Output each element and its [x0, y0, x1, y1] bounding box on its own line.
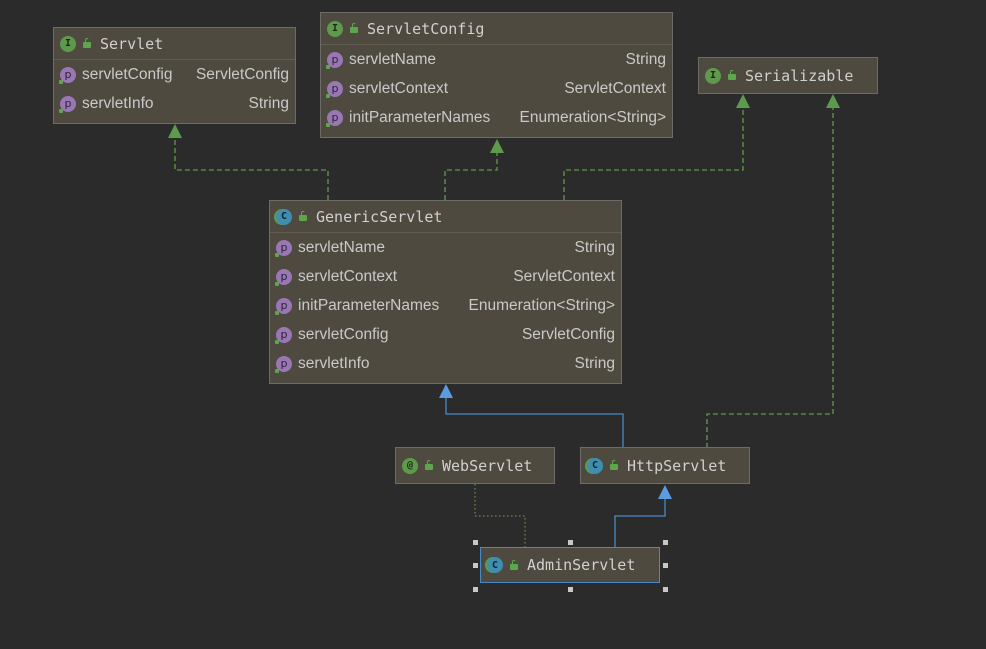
edge-generic-implements-serializable — [563, 107, 744, 200]
field-name: servletName — [298, 238, 385, 256]
resize-handle-se[interactable] — [663, 587, 668, 592]
public-lock-icon — [509, 559, 519, 570]
property-icon: p — [275, 297, 292, 315]
arrow-servlet — [168, 124, 182, 138]
field-name: initParameterNames — [298, 296, 440, 314]
field-name: servletInfo — [82, 94, 154, 112]
node-servlet[interactable]: I Servlet p servletConfig ServletConfig … — [53, 27, 296, 124]
field-name: servletConfig — [82, 65, 173, 83]
field-type: ServletContext — [513, 267, 615, 285]
field-type: Enumeration<String> — [468, 296, 615, 314]
arrow-http — [658, 485, 672, 499]
edge-generic-implements-servletconfig — [444, 152, 498, 200]
field-type: String — [574, 354, 616, 372]
node-header: C GenericServlet — [270, 201, 621, 233]
resize-handle-nw[interactable] — [473, 540, 478, 545]
node-title: Serializable — [745, 66, 854, 85]
field-name: servletInfo — [298, 354, 370, 372]
field-name: servletName — [349, 50, 436, 68]
arrow-generic — [439, 384, 453, 398]
node-title: ServletConfig — [367, 19, 485, 38]
field-row: p servletContext ServletContext — [321, 74, 672, 103]
resize-handle-w[interactable] — [473, 563, 478, 568]
property-icon: p — [275, 326, 292, 344]
field-type: ServletContext — [564, 79, 666, 97]
node-title: Servlet — [100, 34, 164, 53]
arrow-servletconfig — [490, 139, 504, 153]
property-icon: p — [275, 355, 292, 373]
field-name: servletContext — [298, 267, 398, 285]
field-type: ServletConfig — [195, 65, 289, 83]
field-type: String — [574, 238, 616, 256]
field-row: p servletName String — [321, 45, 672, 74]
property-icon: p — [326, 51, 343, 69]
class-icon: C — [587, 457, 603, 474]
field-row: p servletConfig ServletConfig — [54, 60, 295, 89]
node-title: AdminServlet — [527, 556, 636, 574]
class-icon: C — [276, 208, 292, 225]
public-lock-icon — [298, 211, 308, 221]
field-type: String — [625, 50, 667, 68]
field-name: servletConfig — [298, 325, 389, 343]
public-lock-icon — [609, 460, 619, 470]
node-title: WebServlet — [442, 456, 533, 475]
edge-admin-annotated-webservlet — [474, 484, 526, 547]
field-type: Enumeration<String> — [519, 108, 666, 126]
field-row: p initParameterNames Enumeration<String> — [270, 291, 621, 320]
edge-http-implements-serializable — [706, 107, 834, 448]
field-type: String — [248, 94, 290, 112]
resize-handle-s[interactable] — [568, 587, 573, 592]
property-icon: p — [326, 109, 343, 127]
public-lock-icon — [82, 38, 92, 48]
field-type: ServletConfig — [521, 325, 615, 343]
annotation-icon: @ — [402, 457, 418, 474]
node-adminservlet[interactable]: C AdminServlet — [480, 547, 660, 583]
field-row: p servletConfig ServletConfig — [270, 320, 621, 349]
node-httpservlet[interactable]: C HttpServlet — [580, 447, 750, 484]
node-header: I Servlet — [54, 28, 295, 60]
resize-handle-ne[interactable] — [663, 540, 668, 545]
property-icon: p — [59, 66, 76, 84]
node-webservlet[interactable]: @ WebServlet — [395, 447, 555, 484]
node-title: HttpServlet — [627, 456, 727, 475]
edge-http-extends-generic — [445, 398, 624, 448]
public-lock-icon — [424, 460, 434, 470]
node-header: C HttpServlet — [581, 448, 749, 483]
edge-generic-implements-servlet — [174, 137, 329, 200]
node-genericservlet[interactable]: C GenericServlet p servletName String p … — [269, 200, 622, 384]
public-lock-icon — [727, 70, 737, 80]
arrow-serializable-generic — [736, 94, 750, 108]
interface-icon: I — [60, 35, 76, 52]
field-row: p initParameterNames Enumeration<String> — [321, 103, 672, 132]
class-icon: C — [487, 557, 503, 573]
field-row: p servletInfo String — [270, 349, 621, 378]
arrow-serializable-http — [826, 94, 840, 108]
resize-handle-sw[interactable] — [473, 587, 478, 592]
field-row: p servletInfo String — [54, 89, 295, 118]
property-icon: p — [326, 80, 343, 98]
field-row: p servletName String — [270, 233, 621, 262]
resize-handle-e[interactable] — [663, 563, 668, 568]
node-header: C AdminServlet — [481, 548, 659, 582]
field-row: p servletContext ServletContext — [270, 262, 621, 291]
node-header: @ WebServlet — [396, 448, 554, 483]
field-name: servletContext — [349, 79, 449, 97]
node-servletconfig[interactable]: I ServletConfig p servletName String p s… — [320, 12, 673, 138]
property-icon: p — [59, 95, 76, 113]
node-serializable[interactable]: I Serializable — [698, 57, 878, 94]
public-lock-icon — [349, 23, 359, 33]
edge-admin-extends-http — [614, 499, 666, 547]
field-name: initParameterNames — [349, 108, 491, 126]
property-icon: p — [275, 239, 292, 257]
resize-handle-n[interactable] — [568, 540, 573, 545]
node-title: GenericServlet — [316, 207, 443, 226]
node-header: I ServletConfig — [321, 13, 672, 45]
interface-icon: I — [705, 67, 721, 84]
interface-icon: I — [327, 20, 343, 37]
property-icon: p — [275, 268, 292, 286]
node-header: I Serializable — [699, 58, 877, 93]
